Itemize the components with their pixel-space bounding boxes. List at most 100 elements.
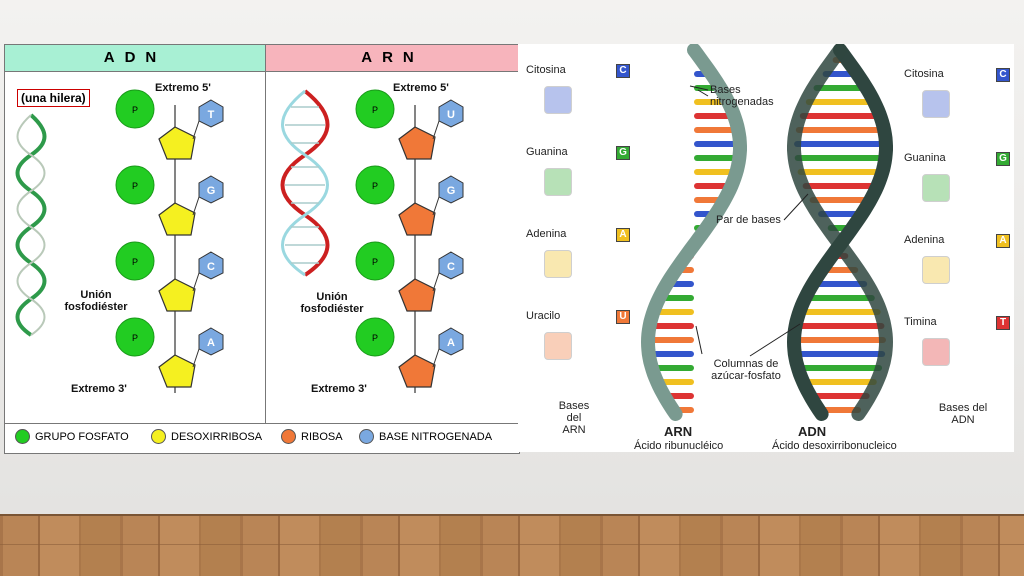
rna-base-rung xyxy=(694,141,740,147)
adn-base-letter: T xyxy=(208,109,215,121)
adn-glycosidic-bond xyxy=(192,348,200,368)
dna-base-molecule xyxy=(922,256,950,284)
dna-base-name: Guanina xyxy=(904,152,946,164)
column-divider xyxy=(265,45,266,423)
arn-phosphate-symbol: P xyxy=(372,333,378,343)
rna-base-rung xyxy=(648,351,694,357)
arn-phosphate-group xyxy=(355,317,395,357)
legend-label: GRUPO FOSFATO xyxy=(35,430,129,443)
rna-base-letter-badge: G xyxy=(616,146,630,160)
adn-glycosidic-bond xyxy=(192,120,200,140)
arn-glycosidic-bond xyxy=(432,120,440,140)
arn-column-header: ARN xyxy=(266,45,519,72)
dna-base-rung xyxy=(810,393,870,399)
dna-strand-illustration xyxy=(15,113,47,337)
adn-phosphate-group xyxy=(115,165,155,205)
arn-phosphate-group xyxy=(355,89,395,129)
base-swatch xyxy=(359,429,374,444)
arn-sugar-ring xyxy=(398,278,436,312)
adn-sugar-ring xyxy=(158,202,196,236)
dna-base-molecule xyxy=(922,338,950,366)
ribose-swatch xyxy=(281,429,296,444)
rna-base-name: Uracilo xyxy=(526,310,561,322)
dna-base-rung xyxy=(797,169,883,175)
single-strand-note: (una hilera) xyxy=(17,89,90,107)
arn-base-letter: A xyxy=(447,337,455,349)
dna-base-rung xyxy=(818,211,862,217)
rna-base-letter-badge: C xyxy=(616,64,630,78)
rna-base-letter-badge: U xyxy=(616,310,630,324)
adn-base-ring xyxy=(198,99,224,128)
bases-adn-label: Bases del ADN xyxy=(938,402,988,426)
rna-base-rung xyxy=(694,113,735,119)
adn-phosphate-symbol: P xyxy=(132,257,138,267)
dna-base-rung xyxy=(794,141,886,147)
adn-glycosidic-bond xyxy=(192,196,200,216)
adn-base-letter: A xyxy=(207,337,215,349)
legend-label: BASE NITROGENADA xyxy=(379,430,493,443)
legend-item-deoxyribose: DESOXIRRIBOSA xyxy=(151,429,262,444)
callout-lines xyxy=(689,85,809,357)
wood-floor xyxy=(0,514,1024,576)
adn-phosphate-group xyxy=(115,89,155,129)
adn-phosphate-symbol: P xyxy=(132,181,138,191)
dna-base-letter-badge: C xyxy=(996,68,1010,82)
legend-label: DESOXIRRIBOSA xyxy=(171,430,263,443)
rna-backbone xyxy=(640,44,747,421)
arn-base-ring xyxy=(438,251,464,280)
floor-edge xyxy=(0,514,1024,516)
dna-base-rung xyxy=(795,127,885,133)
adn-sugar-ring xyxy=(158,354,196,388)
dna-base-rung xyxy=(794,337,886,343)
arn-sugar-ring xyxy=(398,126,436,160)
adn-end3-label: Extremo 3' xyxy=(71,383,127,395)
rna-base-rung xyxy=(694,183,732,189)
arn-glycosidic-bond xyxy=(432,348,440,368)
dna-base-rung xyxy=(809,197,871,203)
arn-base-letter: C xyxy=(447,261,455,273)
dna-base-rung xyxy=(818,407,862,413)
adn-base-ring xyxy=(198,327,224,356)
rna-base-rung xyxy=(659,295,694,301)
arn-bond-label: Unión fosfodiéster xyxy=(300,291,364,315)
legend-label: RIBOSA xyxy=(301,430,343,443)
dna-base-letter-badge: G xyxy=(996,152,1010,166)
deoxyribose-swatch xyxy=(151,429,166,444)
rna-base-name: Adenina xyxy=(526,228,567,240)
dna-backbone-2 xyxy=(787,44,894,421)
phosphate-swatch xyxy=(15,429,30,444)
arn-phosphate-symbol: P xyxy=(372,105,378,115)
arn-title: ARN xyxy=(664,424,693,439)
adn-sugar-ring xyxy=(158,126,196,160)
adn-subtitle: Ácido desoxirribonucleico xyxy=(772,440,897,452)
legend-item-ribose: RIBOSA xyxy=(281,429,343,444)
dna-backbone xyxy=(786,44,893,421)
dna-base-name: Citosina xyxy=(904,68,944,80)
dna-base-rung xyxy=(797,365,883,371)
arn-sugar-ring xyxy=(398,202,436,236)
adn-column-header: ADN xyxy=(5,45,265,72)
helix-comparison-panel: Bases nitrogenadas Par de bases Columnas… xyxy=(518,44,1014,452)
rna-base-rung xyxy=(649,323,694,329)
adn-end5-label: Extremo 5' xyxy=(155,82,211,94)
arn-base-letter: U xyxy=(447,109,455,121)
rna-base-molecule xyxy=(544,86,572,114)
rna-base-rung xyxy=(694,127,739,133)
adn-phosphate-symbol: P xyxy=(132,333,138,343)
dna-base-rung xyxy=(799,113,881,119)
dna-base-name: Adenina xyxy=(904,234,945,246)
rna-base-rung xyxy=(657,379,694,385)
dna-base-molecule xyxy=(922,90,950,118)
rna-base-molecule xyxy=(544,332,572,360)
adn-base-ring xyxy=(198,175,224,204)
dna-base-rung xyxy=(799,309,881,315)
legend-divider xyxy=(5,423,519,424)
adn-base-ring xyxy=(198,251,224,280)
dna-base-rung xyxy=(805,295,875,301)
dna-base-letter-badge: T xyxy=(996,316,1010,330)
adn-base-letter: C xyxy=(207,261,215,273)
dna-base-rung xyxy=(813,85,867,91)
rna-base-rung xyxy=(694,169,737,175)
